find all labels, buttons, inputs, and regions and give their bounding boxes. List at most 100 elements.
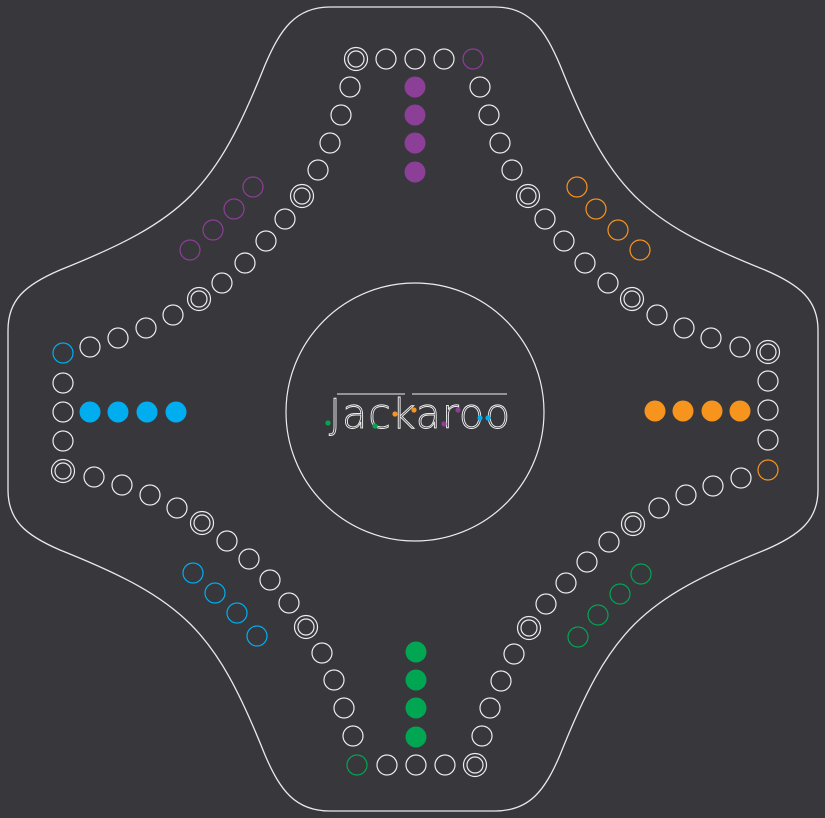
blue-marble-2[interactable]	[108, 402, 129, 423]
track-hole-5[interactable]	[340, 77, 360, 97]
track-hole-69[interactable]	[112, 475, 132, 495]
track-hole-46[interactable]	[536, 594, 556, 614]
track-hole-8[interactable]	[308, 160, 328, 180]
track-hole-74[interactable]	[53, 373, 73, 393]
blue-goal-slot-1[interactable]	[183, 563, 203, 583]
logo-dot-blue-1	[477, 415, 482, 420]
track-hole-59[interactable]	[324, 670, 344, 690]
track-hole-43[interactable]	[599, 532, 619, 552]
track-hole-1[interactable]	[405, 49, 425, 69]
blue-marble-1[interactable]	[80, 402, 101, 423]
track-hole-15[interactable]	[163, 305, 183, 325]
blue-goal-slot-2[interactable]	[205, 583, 225, 603]
track-hole-12[interactable]	[235, 253, 255, 273]
track-hole-11[interactable]	[256, 231, 276, 251]
track-hole-7[interactable]	[320, 133, 340, 153]
purple-marble-4[interactable]	[405, 162, 426, 183]
track-hole-31[interactable]	[701, 328, 721, 348]
start-hole-inner-71	[55, 463, 71, 479]
track-hole-22[interactable]	[502, 160, 522, 180]
track-hole-44[interactable]	[577, 552, 597, 572]
green-marble-1[interactable]	[406, 642, 427, 663]
track-hole-64[interactable]	[239, 549, 259, 569]
purple-goal-slot-4[interactable]	[180, 240, 200, 260]
orange-goal-slot-1[interactable]	[567, 177, 587, 197]
green-marble-2[interactable]	[406, 670, 427, 691]
track-hole-45[interactable]	[556, 573, 576, 593]
track-hole-18[interactable]	[80, 337, 100, 357]
purple-goal-slot-3[interactable]	[203, 220, 223, 240]
track-hole-51[interactable]	[472, 726, 492, 746]
track-hole-30[interactable]	[674, 318, 694, 338]
track-hole-24[interactable]	[535, 209, 555, 229]
track-hole-54[interactable]	[406, 755, 426, 775]
logo-dot-orange-2	[411, 407, 416, 412]
orange-goal-slot-2[interactable]	[586, 199, 606, 219]
orange-goal-slot-4[interactable]	[630, 240, 650, 260]
purple-marble-2[interactable]	[405, 105, 426, 126]
track-hole-35[interactable]	[758, 400, 778, 420]
track-hole-29[interactable]	[647, 305, 667, 325]
green-goal-slot-2[interactable]	[610, 584, 630, 604]
blue-marble-4[interactable]	[166, 402, 187, 423]
track-hole-16[interactable]	[136, 318, 156, 338]
track-hole-73[interactable]	[53, 402, 73, 422]
track-hole-25[interactable]	[554, 231, 574, 251]
track-hole-38[interactable]	[731, 468, 751, 488]
track-hole-0[interactable]	[376, 49, 396, 69]
green-marble-3[interactable]	[406, 698, 427, 719]
entry-hole-4[interactable]	[463, 49, 483, 69]
track-hole-60[interactable]	[312, 643, 332, 663]
track-hole-48[interactable]	[504, 644, 524, 664]
track-hole-57[interactable]	[343, 726, 363, 746]
track-hole-36[interactable]	[758, 430, 778, 450]
logo-dot-purple-2	[455, 407, 460, 412]
purple-goal-slot-2[interactable]	[224, 199, 244, 219]
track-hole-58[interactable]	[334, 698, 354, 718]
track-hole-13[interactable]	[212, 273, 232, 293]
purple-goal-slot-1[interactable]	[243, 177, 263, 197]
orange-marble-2[interactable]	[673, 401, 694, 422]
track-hole-49[interactable]	[491, 671, 511, 691]
track-hole-55[interactable]	[377, 755, 397, 775]
track-hole-27[interactable]	[598, 273, 618, 293]
track-hole-63[interactable]	[260, 570, 280, 590]
blue-goal-slot-3[interactable]	[227, 603, 247, 623]
entry-hole-75[interactable]	[53, 343, 73, 363]
track-hole-10[interactable]	[275, 209, 295, 229]
track-hole-50[interactable]	[480, 698, 500, 718]
track-hole-62[interactable]	[279, 593, 299, 613]
purple-marble-3[interactable]	[405, 133, 426, 154]
track-hole-17[interactable]	[108, 328, 128, 348]
track-hole-34[interactable]	[758, 371, 778, 391]
blue-goal-slot-4[interactable]	[247, 626, 267, 646]
entry-hole-56[interactable]	[347, 755, 367, 775]
track-hole-19[interactable]	[470, 77, 490, 97]
green-goal-slot-4[interactable]	[568, 627, 588, 647]
green-goal-slot-1[interactable]	[631, 564, 651, 584]
orange-goal-slot-3[interactable]	[608, 220, 628, 240]
track-hole-26[interactable]	[575, 253, 595, 273]
track-hole-2[interactable]	[434, 49, 454, 69]
track-hole-68[interactable]	[140, 485, 160, 505]
green-marble-4[interactable]	[406, 727, 427, 748]
track-hole-70[interactable]	[84, 467, 104, 487]
track-hole-53[interactable]	[435, 755, 455, 775]
purple-marble-1[interactable]	[405, 77, 426, 98]
orange-marble-1[interactable]	[645, 401, 666, 422]
track-hole-39[interactable]	[703, 476, 723, 496]
track-hole-21[interactable]	[490, 133, 510, 153]
track-hole-20[interactable]	[479, 105, 499, 125]
track-hole-6[interactable]	[331, 105, 351, 125]
track-hole-32[interactable]	[730, 337, 750, 357]
track-hole-41[interactable]	[649, 498, 669, 518]
blue-marble-3[interactable]	[137, 402, 158, 423]
entry-hole-37[interactable]	[758, 460, 778, 480]
green-goal-slot-3[interactable]	[588, 605, 608, 625]
track-hole-40[interactable]	[676, 485, 696, 505]
track-hole-72[interactable]	[53, 431, 73, 451]
orange-marble-3[interactable]	[702, 401, 723, 422]
orange-marble-4[interactable]	[730, 401, 751, 422]
track-hole-65[interactable]	[217, 531, 237, 551]
track-hole-67[interactable]	[167, 498, 187, 518]
